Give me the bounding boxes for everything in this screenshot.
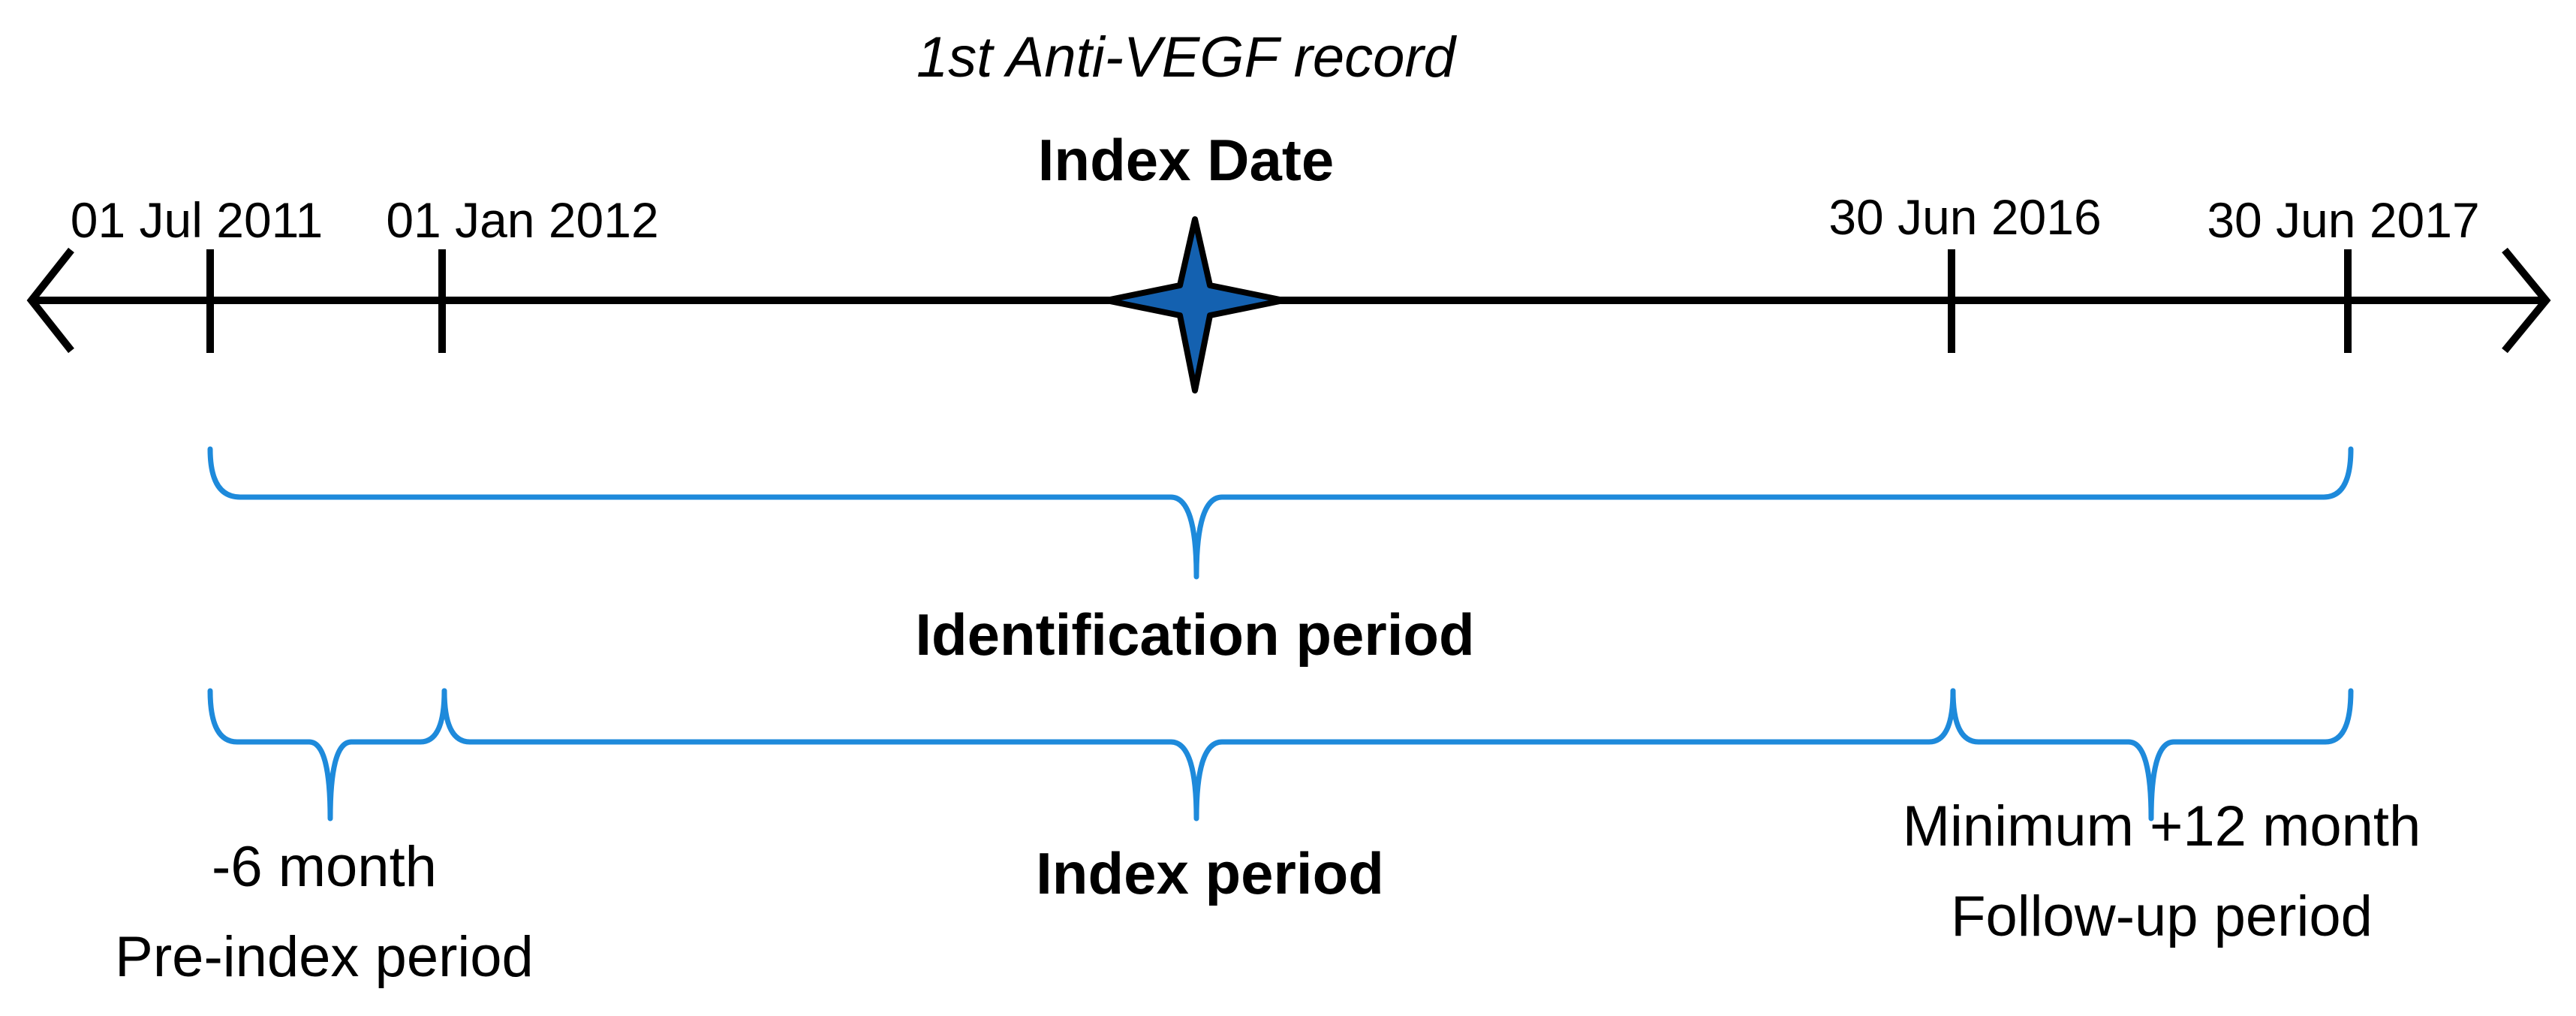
follow-up-duration-label: Minimum +12 month <box>1903 794 2421 858</box>
follow-up-period-brace <box>1950 688 2354 822</box>
pre-index-period-label: Pre-index period <box>115 925 534 989</box>
index-period-label: Index period <box>1036 840 1384 906</box>
four-point-star-icon <box>1103 216 1286 393</box>
index-date-label: Index Date <box>1038 127 1334 193</box>
pre-index-duration-label: -6 month <box>212 835 437 899</box>
diagram-title: 1st Anti-VEGF record <box>916 26 1458 89</box>
follow-up-period-label: Follow-up period <box>1951 885 2373 948</box>
identification-period-label: Identification period <box>915 601 1474 668</box>
date-label-jun-2016: 30 Jun 2016 <box>1828 189 2101 245</box>
date-label-jun-2017: 30 Jun 2017 <box>2207 192 2479 248</box>
date-label-jan-2012: 01 Jan 2012 <box>386 192 658 248</box>
pre-index-period-brace <box>207 688 447 822</box>
left-arrow-icon <box>26 247 74 354</box>
date-label-jul-2011: 01 Jul 2011 <box>71 192 323 248</box>
identification-period-brace <box>207 446 2354 580</box>
index-period-brace <box>441 688 1956 822</box>
right-arrow-icon <box>2502 247 2551 354</box>
